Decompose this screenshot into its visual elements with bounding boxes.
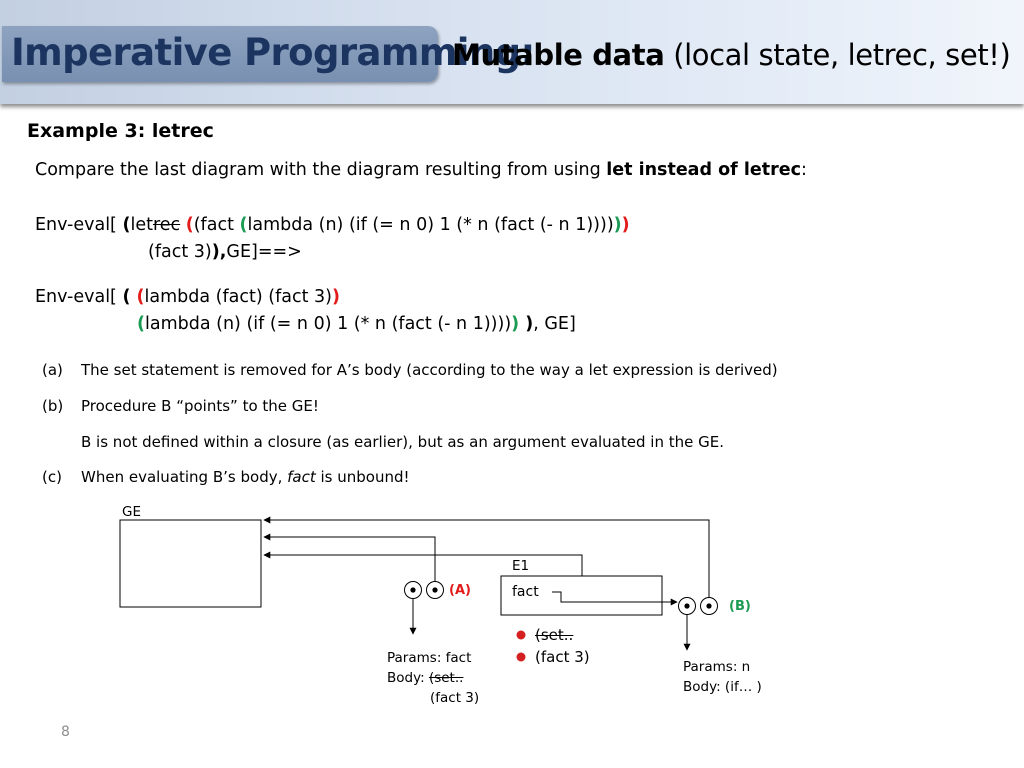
bullet-set: [516, 630, 526, 640]
code1-red-close: ): [621, 215, 630, 235]
closure-a-params: Params: fact: [387, 650, 472, 666]
note-c-text-a: When evaluating B’s body,: [81, 468, 288, 486]
code2-red-open: (: [136, 287, 145, 307]
note-c-text: When evaluating B’s body, fact is unboun…: [81, 468, 410, 486]
closure-a-body-struck: (set..: [428, 670, 464, 686]
ge-label: GE: [122, 504, 141, 520]
bullet-fact3: [516, 652, 526, 662]
code2-paren: (: [122, 287, 137, 307]
intro-text: Compare the last diagram with the diagra…: [35, 160, 607, 180]
closure-a-body: Body: (set..: [387, 670, 463, 686]
code2-prefix: Env-eval[: [35, 287, 123, 307]
code1-fact3: (fact 3): [148, 242, 212, 262]
closure-a-body-prefix: Body:: [387, 670, 429, 686]
e1-env-arrow: [263, 551, 583, 576]
note-b-text: Procedure B “points” to the GE!: [81, 397, 319, 415]
bullet-fact3-text: (fact 3): [535, 648, 590, 666]
intro-line: Compare the last diagram with the diagra…: [35, 160, 807, 180]
note-a-marker: (a): [42, 361, 63, 379]
note-c-marker: (c): [42, 468, 62, 486]
code1-red-open: (: [185, 215, 194, 235]
slide-title: Imperative Programming:: [11, 31, 535, 74]
note-b2-text: B is not defined within a closure (as ea…: [81, 433, 724, 451]
intro-bold: let instead of letrec: [606, 160, 801, 180]
closure-a-env-arrow: [263, 533, 436, 582]
closure-a-left-dot: [410, 587, 416, 593]
code2-rest: , GE]: [533, 314, 576, 334]
code1-line1: Env-eval[ (letrec ((fact (lambda (n) (if…: [35, 215, 630, 235]
e1-binding-fact: fact: [512, 584, 539, 600]
code1-body: lambda (n) (if (= n 0) 1 (* n (fact (- n…: [247, 215, 614, 235]
slide-subtitle: Mutable data (local state, letrec, set!): [452, 38, 1011, 72]
closure-a-label: (A): [449, 583, 471, 598]
code2-body1: lambda (fact) (fact 3): [144, 287, 332, 307]
code1-rest: GE]==>: [226, 242, 302, 262]
note-a-text: The set statement is removed for A’s bod…: [81, 361, 778, 379]
note-b-marker: (b): [42, 397, 64, 415]
closure-b-left-dot: [684, 603, 690, 609]
code1-open2: (fact: [193, 215, 240, 235]
closure-b-label: (B): [729, 599, 751, 614]
code1-close: ),: [211, 242, 227, 262]
code2-red-close: ): [332, 287, 340, 307]
code1-paren: (: [122, 215, 131, 235]
code2-green-close: ): [511, 314, 520, 334]
code1-let: let: [130, 215, 153, 235]
example-heading: Example 3: letrec: [27, 120, 214, 142]
subtitle-bold: Mutable data: [452, 38, 665, 72]
closure-b-env-arrow: [263, 516, 710, 598]
closure-b-body: Body: (if… ): [683, 679, 762, 695]
e1-frame: [500, 575, 663, 616]
subtitle-rest: (local state, letrec, set!): [664, 38, 1011, 72]
note-c-text-b: is unbound!: [315, 468, 410, 486]
closure-a-right-dot: [432, 587, 438, 593]
closure-a-body-line2: (fact 3): [430, 690, 480, 706]
closure-b-right-dot: [706, 603, 712, 609]
intro-colon: :: [800, 160, 807, 180]
code1-prefix: Env-eval[: [35, 215, 123, 235]
code2-line2: (lambda (n) (if (= n 0) 1 (* n (fact (- …: [137, 314, 576, 334]
code1-line2: (fact 3)),GE]==>: [148, 242, 302, 262]
ge-frame: [119, 519, 262, 608]
code1-rec-struck: rec: [152, 215, 181, 235]
bullet-set-text: (set..: [535, 626, 574, 644]
code2-line1: Env-eval[ ( (lambda (fact) (fact 3)): [35, 287, 340, 307]
slide-number: 8: [61, 724, 70, 740]
e1-label: E1: [512, 558, 530, 574]
code1-green-close: ): [613, 215, 622, 235]
note-c-fact: fact: [287, 468, 316, 486]
closure-b-params: Params: n: [683, 659, 751, 675]
fact-binding-arrow: [552, 591, 678, 606]
code2-close: ): [519, 314, 534, 334]
code1-green-open: (: [239, 215, 248, 235]
code2-green-open: (: [137, 314, 145, 334]
code2-body2: lambda (n) (if (= n 0) 1 (* n (fact (- n…: [145, 314, 512, 334]
title-box: [2, 26, 438, 82]
